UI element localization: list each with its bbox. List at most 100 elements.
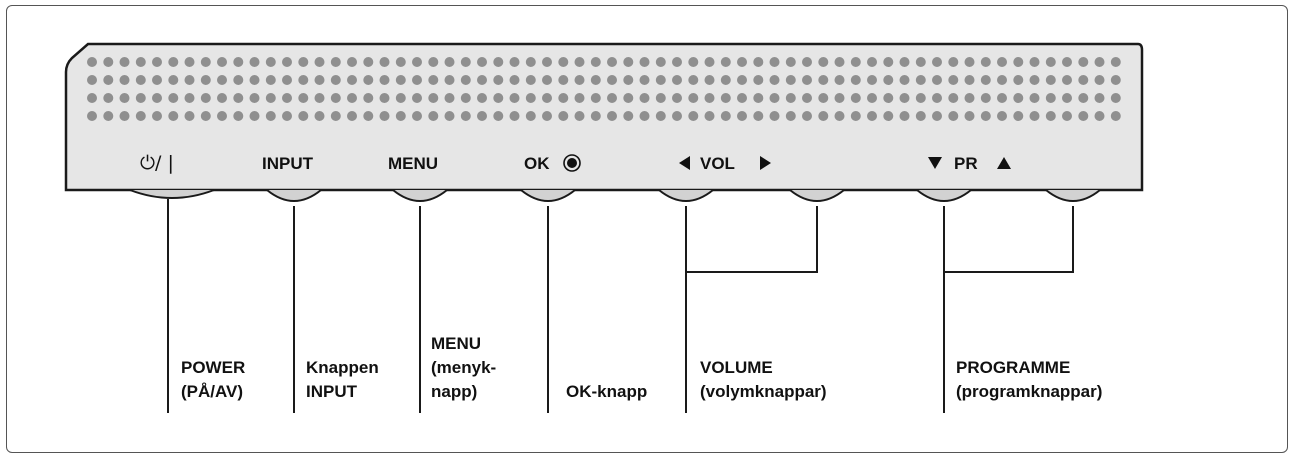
grille-dot xyxy=(217,57,227,67)
grille-dot xyxy=(152,93,162,103)
grille-dot xyxy=(785,57,796,67)
grille-dot xyxy=(850,111,861,121)
vol-right-arrow-icon xyxy=(760,156,771,170)
grille-dot xyxy=(1062,111,1072,121)
grille-dot xyxy=(948,57,959,67)
input-button[interactable] xyxy=(266,189,322,202)
pr-down-button[interactable] xyxy=(916,189,972,202)
grille-dot xyxy=(135,93,146,103)
grille-dot xyxy=(720,57,731,67)
grille-dot xyxy=(915,93,926,103)
control-panel-body xyxy=(64,42,1144,192)
grille-dot xyxy=(282,111,292,121)
vol-left-button[interactable] xyxy=(658,189,714,202)
grille-dot xyxy=(119,75,130,85)
grille-dot xyxy=(184,57,195,67)
grille-dot xyxy=(509,93,520,103)
grille-dot xyxy=(217,75,227,85)
grille-dot xyxy=(704,57,715,67)
grille-dot xyxy=(1029,75,1040,85)
grille-dot xyxy=(704,111,715,121)
grille-dot xyxy=(509,111,520,121)
grille-dot xyxy=(1110,111,1121,121)
grille-dot xyxy=(818,93,829,103)
grille-dot xyxy=(217,93,227,103)
grille-dot xyxy=(135,57,146,67)
grille-dot xyxy=(233,57,244,67)
grille-dot xyxy=(119,93,130,103)
grille-dot xyxy=(119,111,130,121)
grille-dot xyxy=(932,93,942,103)
grille-dot xyxy=(460,93,471,103)
grille-dot xyxy=(542,75,552,85)
grille-dot xyxy=(1045,57,1056,67)
grille-dot xyxy=(330,111,341,121)
power-symbol-label: ⏻/ | xyxy=(140,152,174,174)
grille-dot xyxy=(672,75,682,85)
grille-dot xyxy=(249,93,260,103)
grille-dot xyxy=(753,111,764,121)
grille-dot xyxy=(363,75,374,85)
grille-dot xyxy=(233,111,244,121)
grille-dot xyxy=(1094,93,1105,103)
pr-up-button[interactable] xyxy=(1045,189,1101,202)
grille-dot xyxy=(477,93,487,103)
grille-dot xyxy=(184,93,195,103)
grille-dot xyxy=(1013,111,1024,121)
grille-dot xyxy=(623,111,634,121)
input-panel-label: INPUT xyxy=(262,154,314,173)
grille-dot xyxy=(769,93,780,103)
ok-button[interactable] xyxy=(520,189,576,202)
grille-dot xyxy=(623,93,634,103)
grille-dot xyxy=(1094,75,1105,85)
button-bumps xyxy=(129,189,1101,202)
grille-dot xyxy=(932,75,942,85)
vol-right-button[interactable] xyxy=(789,189,845,202)
grille-dot xyxy=(785,75,796,85)
menu-callout: MENU (menyk- napp) xyxy=(431,334,497,401)
grille-dot xyxy=(525,75,536,85)
grille-dot xyxy=(1029,111,1040,121)
grille-dot xyxy=(152,111,162,121)
vol-left-arrow-icon xyxy=(679,156,690,170)
power-button[interactable] xyxy=(129,189,215,199)
programme-callout: PROGRAMME (programknappar) xyxy=(956,358,1103,401)
grille-dot xyxy=(769,57,780,67)
grille-dot xyxy=(639,93,650,103)
grille-dot xyxy=(265,93,276,103)
grille-dot xyxy=(607,93,617,103)
grille-dot xyxy=(883,93,894,103)
grille-dot xyxy=(785,111,796,121)
grille-dot xyxy=(607,57,617,67)
grille-dot xyxy=(428,75,439,85)
grille-dot xyxy=(1045,93,1056,103)
grille-dot xyxy=(135,111,146,121)
grille-dot xyxy=(119,57,130,67)
grille-dot xyxy=(363,93,374,103)
grille-dot xyxy=(997,57,1007,67)
grille-dot xyxy=(184,75,195,85)
grille-dot xyxy=(1078,93,1089,103)
grille-dot xyxy=(980,57,991,67)
grille-dot xyxy=(980,93,991,103)
grille-dot xyxy=(867,93,877,103)
grille-dot xyxy=(477,75,487,85)
grille-dot xyxy=(395,111,406,121)
grille-dot xyxy=(493,93,504,103)
grille-dot xyxy=(688,111,699,121)
leader-lines xyxy=(167,199,1074,413)
grille-dot xyxy=(899,111,910,121)
pr-up-arrow-icon xyxy=(997,157,1011,169)
menu-button[interactable] xyxy=(392,189,448,202)
grille-dot xyxy=(542,93,552,103)
grille-dot xyxy=(347,75,357,85)
grille-dot xyxy=(948,75,959,85)
grille-dot xyxy=(200,111,211,121)
grille-dot xyxy=(217,111,227,121)
grille-dot xyxy=(87,93,97,103)
grille-dot xyxy=(379,111,390,121)
grille-dot xyxy=(688,93,699,103)
grille-dot xyxy=(233,93,244,103)
grille-dot xyxy=(249,75,260,85)
grille-dot xyxy=(460,111,471,121)
